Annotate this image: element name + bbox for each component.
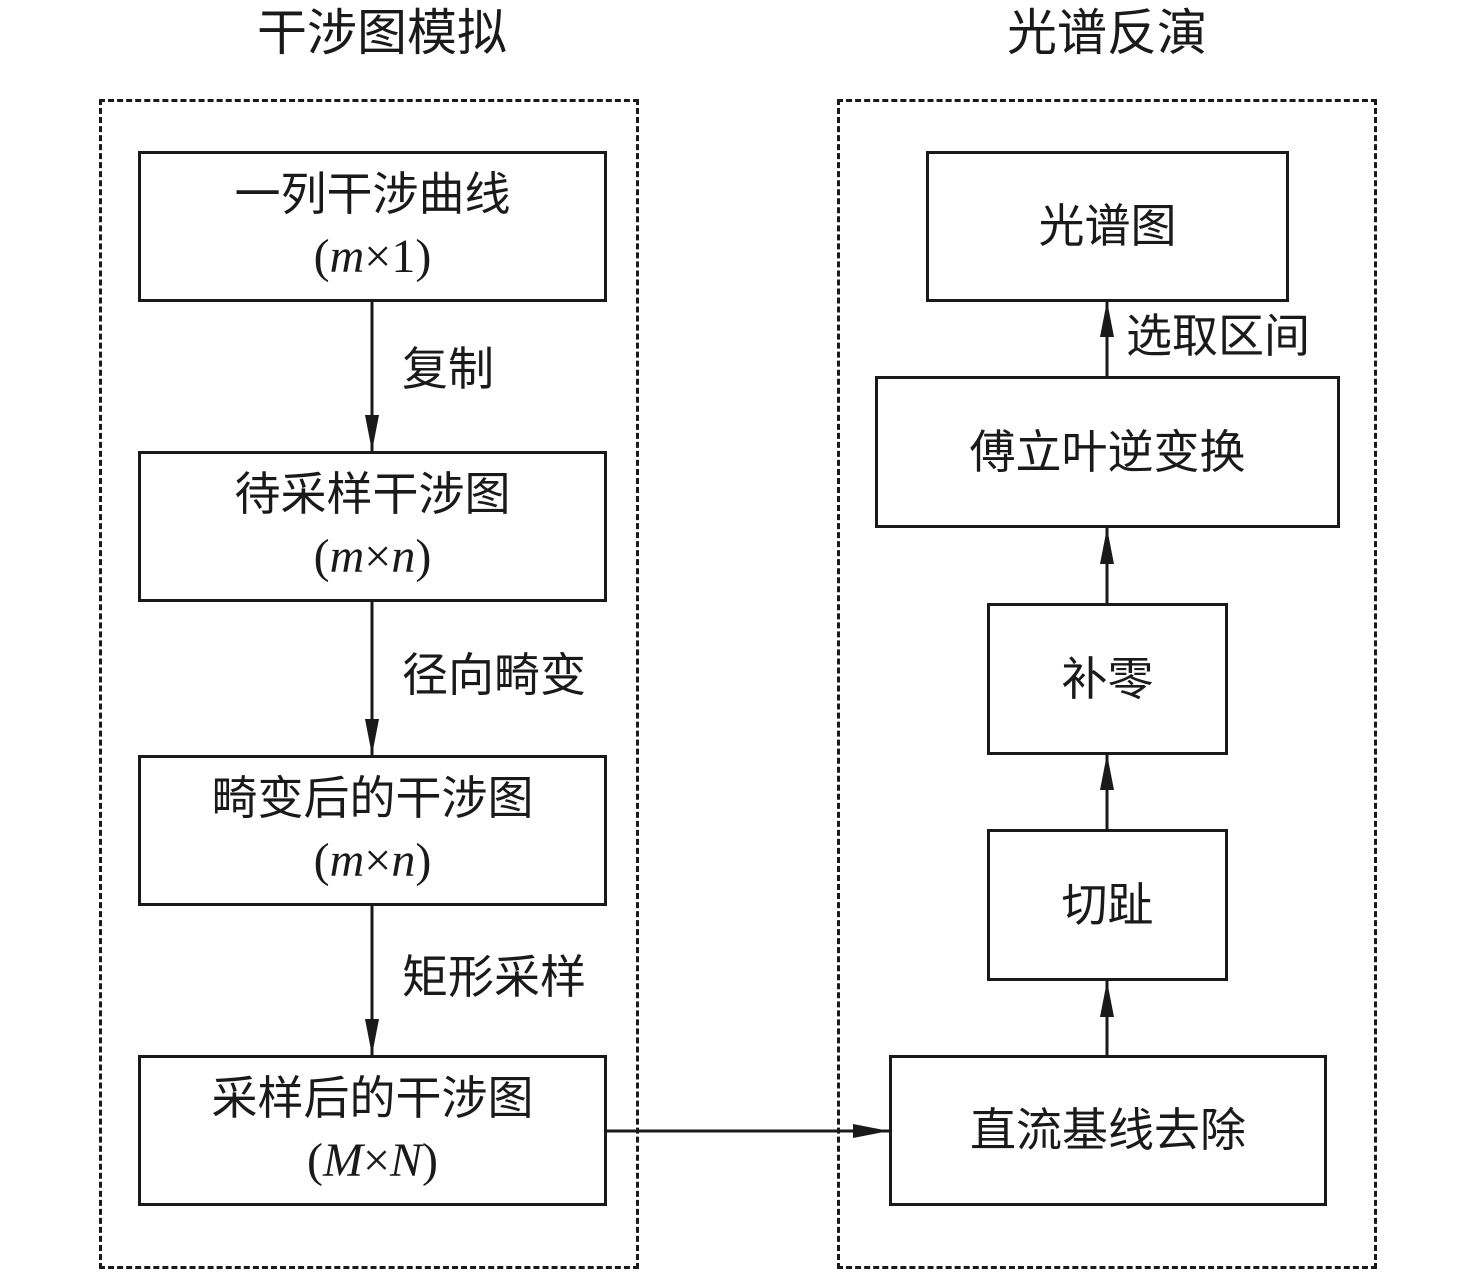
node-dimension: (m×n) bbox=[313, 834, 432, 888]
node-interference-curve: 一列干涉曲线 (m×1) bbox=[138, 151, 607, 302]
node-spectrum: 光谱图 bbox=[926, 151, 1289, 302]
node-dimension: (m×1) bbox=[313, 230, 432, 284]
section-title-spectral-inversion: 光谱反演 bbox=[1007, 4, 1207, 62]
edge-label-select-interval: 选取区间 bbox=[1126, 309, 1310, 363]
node-label: 畸变后的干涉图 bbox=[211, 771, 534, 826]
group-interferogram-simulation bbox=[99, 99, 639, 1269]
node-label: 一列干涉曲线 bbox=[234, 167, 511, 222]
node-label: 补零 bbox=[1061, 651, 1154, 706]
node-sampled-interferogram: 采样后的干涉图 (M×N) bbox=[138, 1055, 607, 1206]
edge-label-radial-distortion: 径向畸变 bbox=[402, 648, 586, 702]
node-label: 直流基线去除 bbox=[970, 1103, 1246, 1158]
node-label: 切趾 bbox=[1061, 877, 1154, 932]
node-dimension: (m×n) bbox=[313, 530, 432, 584]
node-label: 傅立叶逆变换 bbox=[969, 424, 1246, 479]
node-dc-baseline-removal: 直流基线去除 bbox=[889, 1055, 1327, 1206]
edge-label-rect-sampling: 矩形采样 bbox=[402, 950, 586, 1004]
group-spectral-inversion bbox=[837, 99, 1377, 1269]
node-label: 待采样干涉图 bbox=[234, 467, 511, 522]
node-interferogram-to-sample: 待采样干涉图 (m×n) bbox=[138, 451, 607, 602]
node-inverse-fourier-transform: 傅立叶逆变换 bbox=[875, 376, 1340, 528]
node-label: 光谱图 bbox=[1038, 199, 1177, 254]
node-distorted-interferogram: 畸变后的干涉图 (m×n) bbox=[138, 755, 607, 906]
node-apodization: 切趾 bbox=[987, 829, 1228, 981]
edge-label-copy: 复制 bbox=[402, 342, 494, 396]
section-title-interferogram-simulation: 干涉图模拟 bbox=[257, 4, 507, 62]
node-dimension: (M×N) bbox=[306, 1134, 439, 1188]
node-label: 采样后的干涉图 bbox=[211, 1071, 534, 1126]
node-zero-filling: 补零 bbox=[987, 603, 1228, 755]
